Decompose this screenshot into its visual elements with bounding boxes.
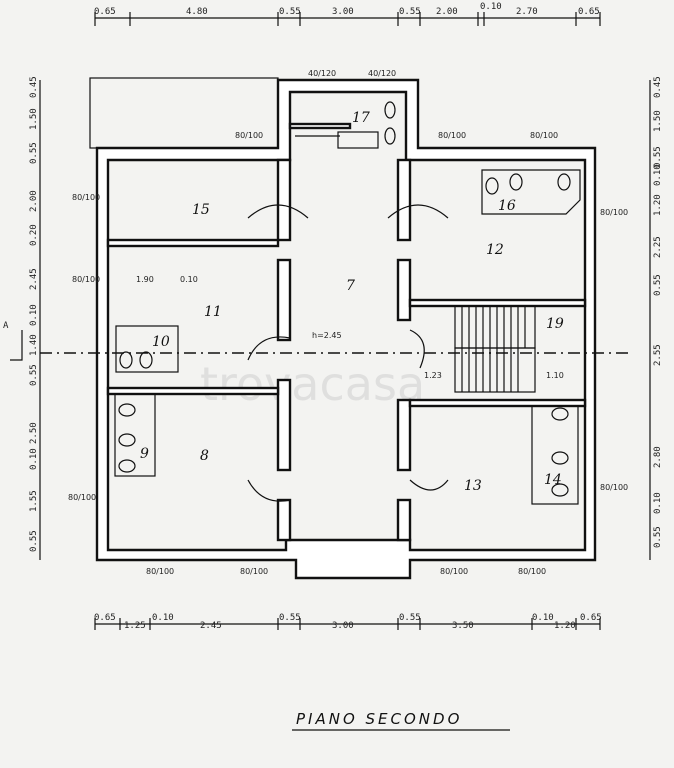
svg-text:80/100: 80/100 <box>68 493 96 502</box>
room-9-label: 9 <box>140 446 149 462</box>
room-16-label: 16 <box>498 198 516 214</box>
svg-text:80/100: 80/100 <box>600 208 628 217</box>
watermark: trovacasa <box>200 357 425 411</box>
bottom-dim-10: 1.20 <box>554 621 576 631</box>
svg-text:80/100: 80/100 <box>518 567 546 576</box>
svg-text:80/100: 80/100 <box>235 131 263 140</box>
bottom-dim-11: 0.65 <box>580 613 602 623</box>
svg-text:80/100: 80/100 <box>146 567 174 576</box>
svg-text:80/100: 80/100 <box>440 567 468 576</box>
right-dimension-line: 0.45 1.50 0.55 0.10 1.20 2.25 0.55 2.55 … <box>649 76 663 560</box>
top-dim-8: 2.70 <box>516 7 538 17</box>
right-dim-9: 2.80 <box>653 446 663 468</box>
right-dim-6: 2.25 <box>653 236 663 258</box>
svg-text:80/100: 80/100 <box>438 131 466 140</box>
bottom-dim-7: 0.55 <box>399 613 421 623</box>
svg-text:40/120: 40/120 <box>308 69 336 78</box>
left-dim-6: 2.45 <box>29 268 39 290</box>
bottom-dim-6: 3.00 <box>332 621 354 631</box>
room-10-label: 10 <box>152 334 170 350</box>
top-dim-3: 0.55 <box>279 7 301 17</box>
interior-walls <box>106 122 587 542</box>
room-15-label: 15 <box>192 202 210 218</box>
right-dim-8: 2.55 <box>653 344 663 366</box>
outer-walls <box>95 78 597 580</box>
top-dim-9: 0.65 <box>578 7 600 17</box>
stair-dim-b: 1.10 <box>546 371 564 380</box>
top-dim-5: 0.55 <box>399 7 421 17</box>
dim-label-190: 1.90 <box>136 275 154 284</box>
bottom-dim-5: 0.55 <box>279 613 301 623</box>
top-dim-2: 4.80 <box>186 7 208 17</box>
right-dim-1: 0.45 <box>653 76 663 98</box>
right-dim-10: 0.10 <box>653 492 663 514</box>
room-12-label: 12 <box>486 242 504 258</box>
right-dim-5: 1.20 <box>653 194 663 216</box>
staircase <box>454 305 536 393</box>
left-dim-10: 2.50 <box>29 422 39 444</box>
bottom-dimension-line: 0.65 1.25 0.10 2.45 0.55 3.00 0.55 3.50 … <box>94 613 602 631</box>
left-dim-11: 0.10 <box>29 448 39 470</box>
room-17-label: 17 <box>352 110 370 126</box>
room-19-label: 19 <box>546 316 564 332</box>
bottom-dim-8: 3.50 <box>452 621 474 631</box>
top-dimension-line: 0.65 4.80 0.55 3.00 0.55 2.00 0.10 2.70 … <box>94 2 601 26</box>
top-dim-6: 2.00 <box>436 7 458 17</box>
bottom-dim-1: 0.65 <box>94 613 116 623</box>
right-dim-3: 0.55 <box>653 146 663 168</box>
room-7-label: 7 <box>346 278 355 294</box>
svg-text:80/100: 80/100 <box>72 275 100 284</box>
left-dim-5: 0.20 <box>29 224 39 246</box>
left-dimension-line: 0.45 1.50 0.55 2.00 0.20 2.45 0.10 1.40 … <box>29 76 41 560</box>
left-dim-12: 1.55 <box>29 490 39 512</box>
top-dim-4: 3.00 <box>332 7 354 17</box>
bottom-dim-2: 1.25 <box>124 621 146 631</box>
window-labels: 80/100 80/100 80/100 80/100 80/100 80/10… <box>68 69 628 576</box>
right-dim-2: 1.50 <box>653 110 663 132</box>
ceiling-height-label: h=2.45 <box>312 331 342 340</box>
left-dim-8: 1.40 <box>29 334 39 356</box>
top-dim-1: 0.65 <box>94 7 116 17</box>
left-dim-4: 2.00 <box>29 190 39 212</box>
left-dim-13: 0.55 <box>29 530 39 552</box>
fixtures <box>118 101 571 497</box>
right-dim-7: 0.55 <box>653 274 663 296</box>
section-marker: A <box>3 321 23 361</box>
room-14-label: 14 <box>544 472 562 488</box>
svg-text:80/100: 80/100 <box>72 193 100 202</box>
top-dim-7: 0.10 <box>480 2 502 12</box>
left-dim-2: 1.50 <box>29 108 39 130</box>
svg-text:80/100: 80/100 <box>240 567 268 576</box>
svg-text:80/100: 80/100 <box>600 483 628 492</box>
svg-text:80/100: 80/100 <box>530 131 558 140</box>
room-13-label: 13 <box>464 478 482 494</box>
plan-title: PIANO SECONDO <box>296 710 462 728</box>
left-dim-1: 0.45 <box>29 76 39 98</box>
left-dim-3: 0.55 <box>29 142 39 164</box>
bottom-dim-9: 0.10 <box>532 613 554 623</box>
dim-label-010: 0.10 <box>180 275 198 284</box>
stair-dim-a: 1.23 <box>424 371 442 380</box>
left-dim-9: 0.55 <box>29 364 39 386</box>
svg-text:40/120: 40/120 <box>368 69 396 78</box>
bottom-dim-3: 0.10 <box>152 613 174 623</box>
room-labels: 7 8 9 10 11 12 13 14 15 16 17 19 <box>140 110 564 494</box>
right-dim-4: 0.10 <box>653 164 663 186</box>
room-11-label: 11 <box>204 304 222 320</box>
svg-text:A: A <box>3 321 9 331</box>
bottom-dim-4: 2.45 <box>200 621 222 631</box>
doors <box>247 135 449 502</box>
room-8-label: 8 <box>200 448 209 464</box>
right-dim-11: 0.55 <box>653 526 663 548</box>
left-dim-7: 0.10 <box>29 304 39 326</box>
